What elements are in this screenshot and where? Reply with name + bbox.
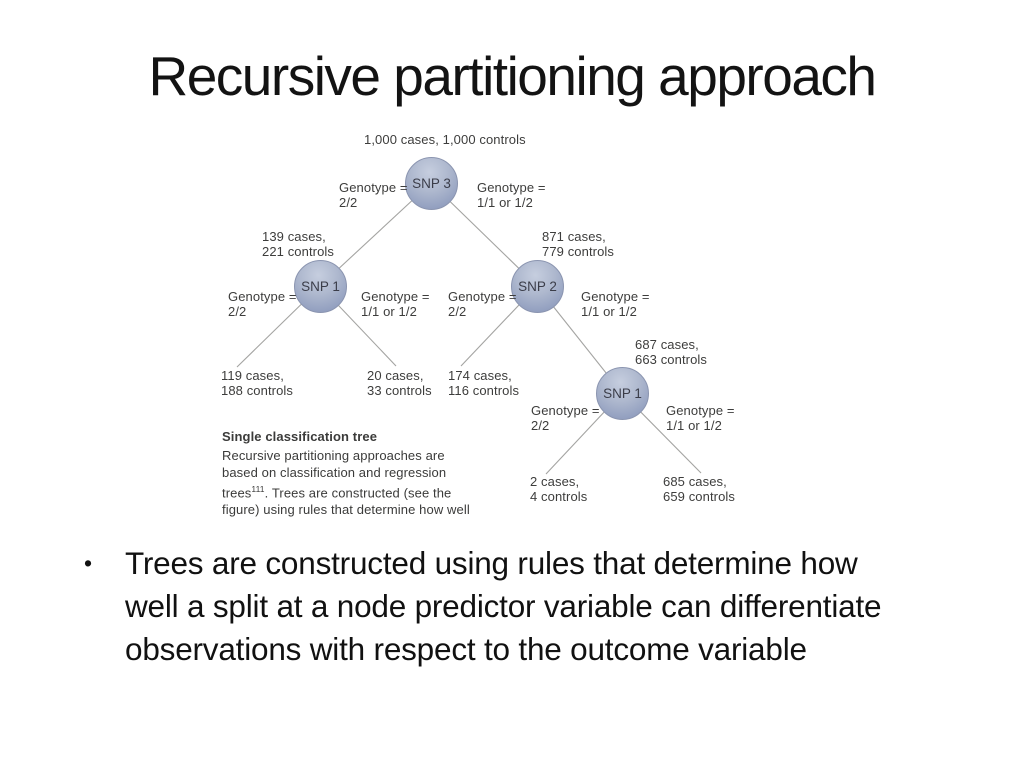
bullet-text: Trees are constructed using rules that d… bbox=[125, 545, 882, 667]
branch-label-snp1b-left: Genotype = 2/2 bbox=[531, 403, 600, 433]
tree-node-snp3: SNP 3 bbox=[405, 157, 458, 210]
count-label-119: 119 cases, 188 controls bbox=[221, 368, 294, 398]
branch-label-snp3-left: Genotype = 2/2 bbox=[339, 180, 408, 210]
tree-node-snp2: SNP 2 bbox=[511, 260, 564, 313]
bullet-item: • Trees are constructed using rules that… bbox=[84, 542, 904, 671]
count-label-687: 687 cases, 663 controls bbox=[635, 337, 708, 367]
root-count-label: 1,000 cases, 1,000 controls bbox=[364, 132, 526, 147]
branch-label-snp1a-right: Genotype = 1/1 or 1/2 bbox=[361, 289, 430, 319]
tree-node-snp1-left: SNP 1 bbox=[294, 260, 347, 313]
count-label-174: 174 cases, 116 controls bbox=[448, 368, 520, 398]
tree-node-snp1-bottom: SNP 1 bbox=[596, 367, 649, 420]
figure-caption-body: Recursive partitioning approaches are ba… bbox=[222, 448, 470, 518]
branch-label-snp1b-right: Genotype = 1/1 or 1/2 bbox=[666, 403, 735, 433]
branch-label-snp1a-left: Genotype = 2/2 bbox=[228, 289, 297, 319]
figure-caption-heading: Single classification tree bbox=[222, 429, 378, 444]
branch-label-snp2-left: Genotype = 2/2 bbox=[448, 289, 517, 319]
caption-reference-superscript: 111 bbox=[251, 484, 265, 494]
count-label-871: 871 cases, 779 controls bbox=[542, 229, 615, 259]
count-label-20: 20 cases, 33 controls bbox=[367, 368, 432, 398]
figure-caption: Single classification tree Recursive par… bbox=[222, 428, 480, 518]
branch-label-snp3-right: Genotype = 1/1 or 1/2 bbox=[477, 180, 546, 210]
count-label-2: 2 cases, 4 controls bbox=[530, 474, 588, 504]
bullet-marker: • bbox=[84, 550, 93, 576]
slide-title: Recursive partitioning approach bbox=[148, 45, 878, 107]
count-label-685: 685 cases, 659 controls bbox=[663, 474, 736, 504]
branch-label-snp2-right: Genotype = 1/1 or 1/2 bbox=[581, 289, 650, 319]
count-label-139: 139 cases, 221 controls bbox=[262, 229, 335, 259]
